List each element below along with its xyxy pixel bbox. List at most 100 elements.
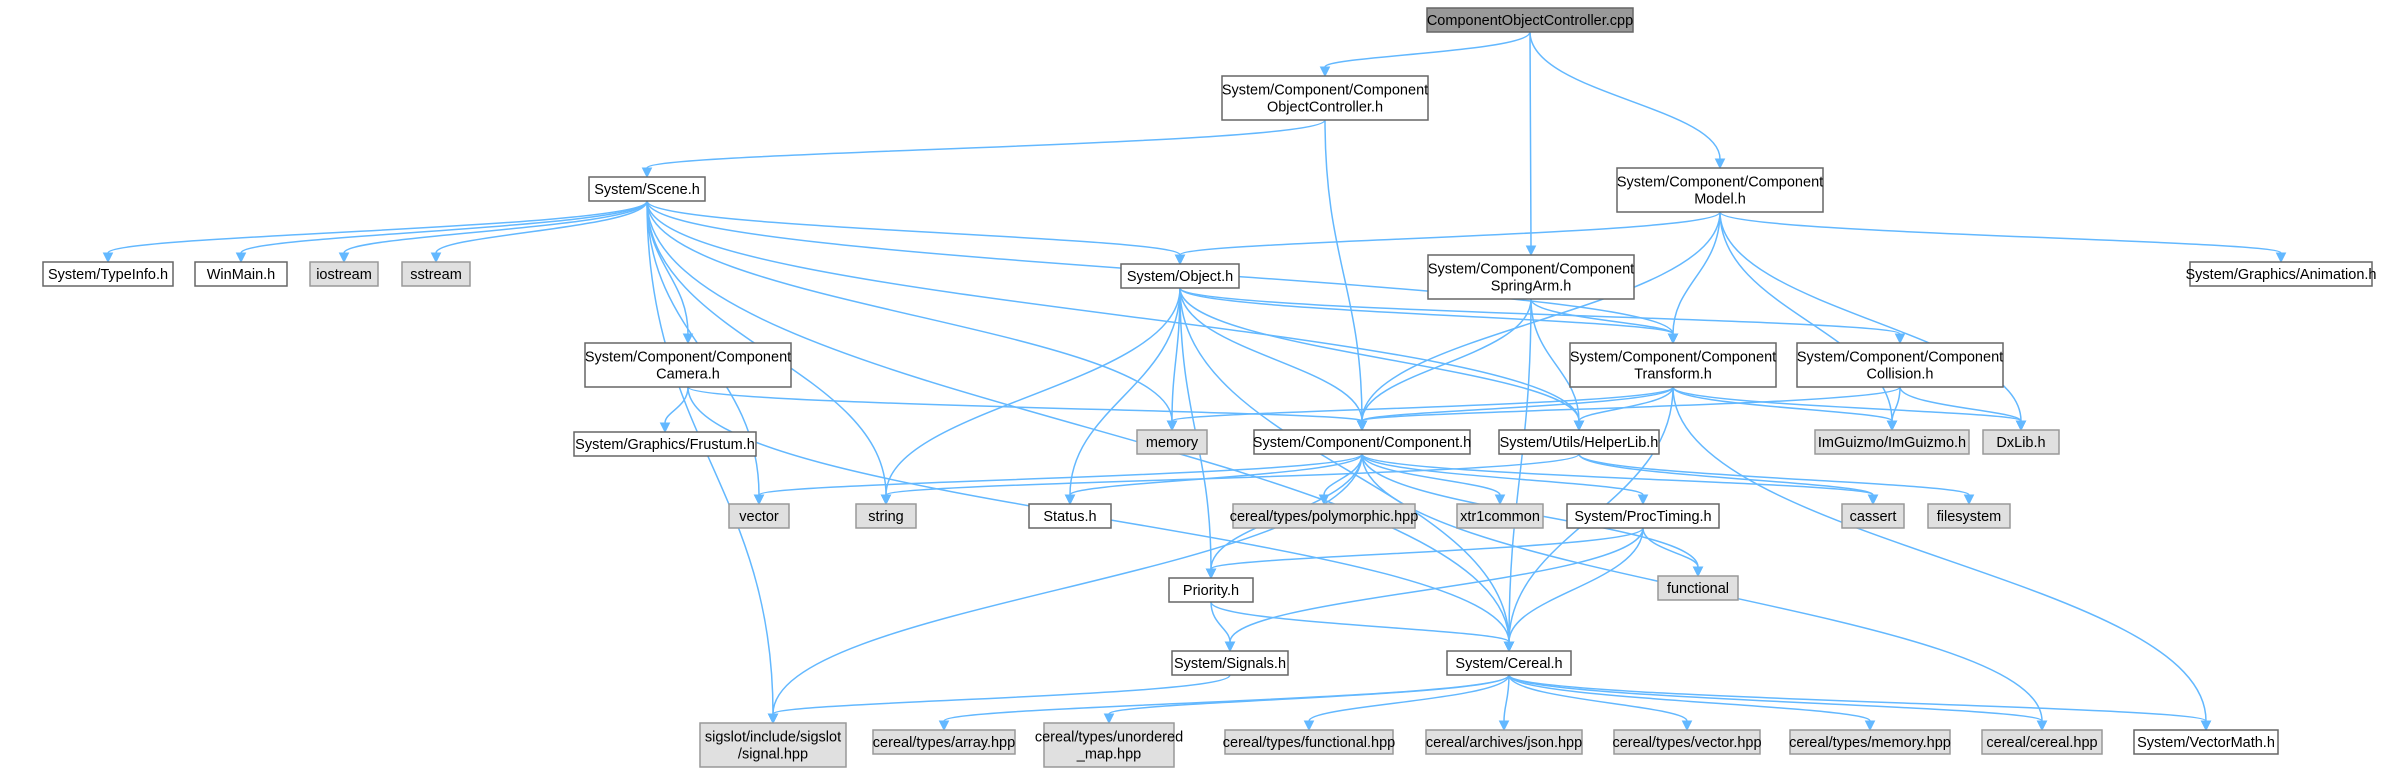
node-box <box>1224 729 1394 755</box>
edge-arrowhead <box>2015 420 2027 432</box>
node-label: System/Component/Component <box>1617 175 1823 191</box>
node-label: System/Signals.h <box>1174 656 1286 672</box>
node-label: Camera.h <box>656 367 720 383</box>
node-polymorphic-hpp: cereal/types/polymorphic.hpp <box>1230 503 1418 529</box>
node-typeinfo-h[interactable]: System/TypeInfo.h <box>42 261 174 287</box>
node-signals-h[interactable]: System/Signals.h <box>1171 650 1289 676</box>
node-root[interactable]: ComponentObjectController.cpp <box>1426 7 1634 33</box>
edge-line <box>1642 527 1699 568</box>
node-label: cereal/types/array.hpp <box>873 735 1015 751</box>
node-box <box>1981 729 2103 755</box>
edge-line <box>646 200 1510 643</box>
edge-line <box>240 200 648 254</box>
node-string: string <box>855 503 917 529</box>
edge-component-h-to-xtr1common <box>1361 453 1506 506</box>
node-box <box>1616 167 1824 213</box>
node-priority-h[interactable]: Priority.h <box>1168 577 1254 603</box>
edge-scene-h-to-sigslot-hpp <box>646 200 779 725</box>
node-label: xtr1common <box>1460 509 1540 525</box>
edge-proctiming-h-to-functional <box>1642 527 1704 578</box>
edge-line <box>1171 386 1674 422</box>
edge-line <box>646 200 1181 256</box>
edge-arrowhead <box>1525 245 1537 257</box>
node-box <box>1566 503 1720 529</box>
edge-arrowhead <box>1224 641 1236 653</box>
node-box <box>309 261 379 287</box>
node-box <box>1120 263 1240 289</box>
edge-line <box>1210 601 1231 643</box>
node-cassert: cassert <box>1841 503 1905 529</box>
node-label: cereal/types/unordered <box>1035 730 1183 746</box>
edge-cereal-h-to-vector-hpp <box>1508 674 1693 732</box>
edge-cereal-h-to-unordered-map-hpp <box>1103 674 1510 725</box>
node-helperlib-h[interactable]: System/Utils/HelperLib.h <box>1498 429 1660 455</box>
edge-arrowhead <box>1503 641 1515 653</box>
edge-line <box>1361 453 1501 496</box>
edge-signals-h-to-sigslot-hpp <box>767 674 1231 725</box>
node-cereal-h[interactable]: System/Cereal.h <box>1446 650 1572 676</box>
edge-arrowhead <box>1498 720 1510 732</box>
edge-cereal-h-to-json-hpp <box>1498 674 1510 732</box>
node-label: cereal/cereal.hpp <box>1986 735 2097 751</box>
edge-line <box>1719 211 2022 422</box>
edge-line <box>1361 453 1644 496</box>
edge-arrowhead <box>1103 713 1115 725</box>
edge-line <box>1529 31 1532 247</box>
node-box <box>855 503 917 529</box>
node-label: cereal/types/functional.hpp <box>1223 735 1396 751</box>
node-box <box>1498 429 1660 455</box>
edge-arrowhead <box>1303 720 1315 732</box>
node-scene-h[interactable]: System/Scene.h <box>588 176 706 202</box>
edge-line <box>1529 31 1721 160</box>
edge-arrowhead <box>1864 720 1876 732</box>
node-object-h[interactable]: System/Object.h <box>1120 263 1240 289</box>
edge-line <box>1508 527 1644 643</box>
edge-line <box>1672 386 2207 722</box>
node-box <box>1253 429 1471 455</box>
node-frustum-h[interactable]: System/Graphics/Frustum.h <box>573 431 757 457</box>
edge-coc-h-to-component-h <box>1324 119 1368 432</box>
node-label: ImGuizmo/ImGuizmo.h <box>1818 435 1966 451</box>
edge-line <box>1578 453 1874 496</box>
node-animation-h[interactable]: System/Graphics/Animation.h <box>2186 261 2377 287</box>
edge-arrowhead <box>1867 494 1879 506</box>
node-label: System/Component/Component.h <box>1253 435 1471 451</box>
edge-arrowhead <box>235 252 247 264</box>
node-vectormath-h[interactable]: System/VectorMath.h <box>2133 729 2279 755</box>
edge-line <box>885 287 1181 496</box>
node-proctiming-h[interactable]: System/ProcTiming.h <box>1566 503 1720 529</box>
node-box <box>1789 729 1951 755</box>
edge-line <box>1578 453 1970 496</box>
edge-arrowhead <box>1205 568 1217 580</box>
node-box <box>1569 342 1777 388</box>
edge-line <box>1508 298 1532 643</box>
edge-root-to-springarm-h <box>1525 31 1537 257</box>
edge-arrowhead <box>1714 158 1726 170</box>
node-label: Status.h <box>1043 509 1096 525</box>
graph-nodes: ComponentObjectController.cppSystem/Comp… <box>42 7 2377 768</box>
edge-line <box>1891 386 1901 422</box>
edge-object-h-to-transform-h <box>1179 287 1679 345</box>
edge-arrowhead <box>102 252 114 264</box>
node-status-h[interactable]: Status.h <box>1028 503 1112 529</box>
node-label: System/ProcTiming.h <box>1574 509 1711 525</box>
edge-line <box>1719 211 1893 422</box>
edge-arrowhead <box>1894 333 1906 345</box>
edge-arrowhead <box>430 252 442 264</box>
node-label: System/TypeInfo.h <box>48 267 168 283</box>
node-component-h[interactable]: System/Component/Component.h <box>1253 429 1471 455</box>
node-filesystem: filesystem <box>1927 503 2011 529</box>
node-memory-hpp: cereal/types/memory.hpp <box>1789 729 1951 755</box>
node-coc-h[interactable]: System/Component/ComponentObjectControll… <box>1221 75 1429 121</box>
edge-line <box>1508 674 1871 722</box>
edge-line <box>1210 527 1644 570</box>
edge-object-h-to-string <box>880 287 1181 506</box>
node-box <box>1136 429 1208 455</box>
node-label: System/Object.h <box>1127 269 1233 285</box>
node-winmain-h[interactable]: WinMain.h <box>194 261 288 287</box>
